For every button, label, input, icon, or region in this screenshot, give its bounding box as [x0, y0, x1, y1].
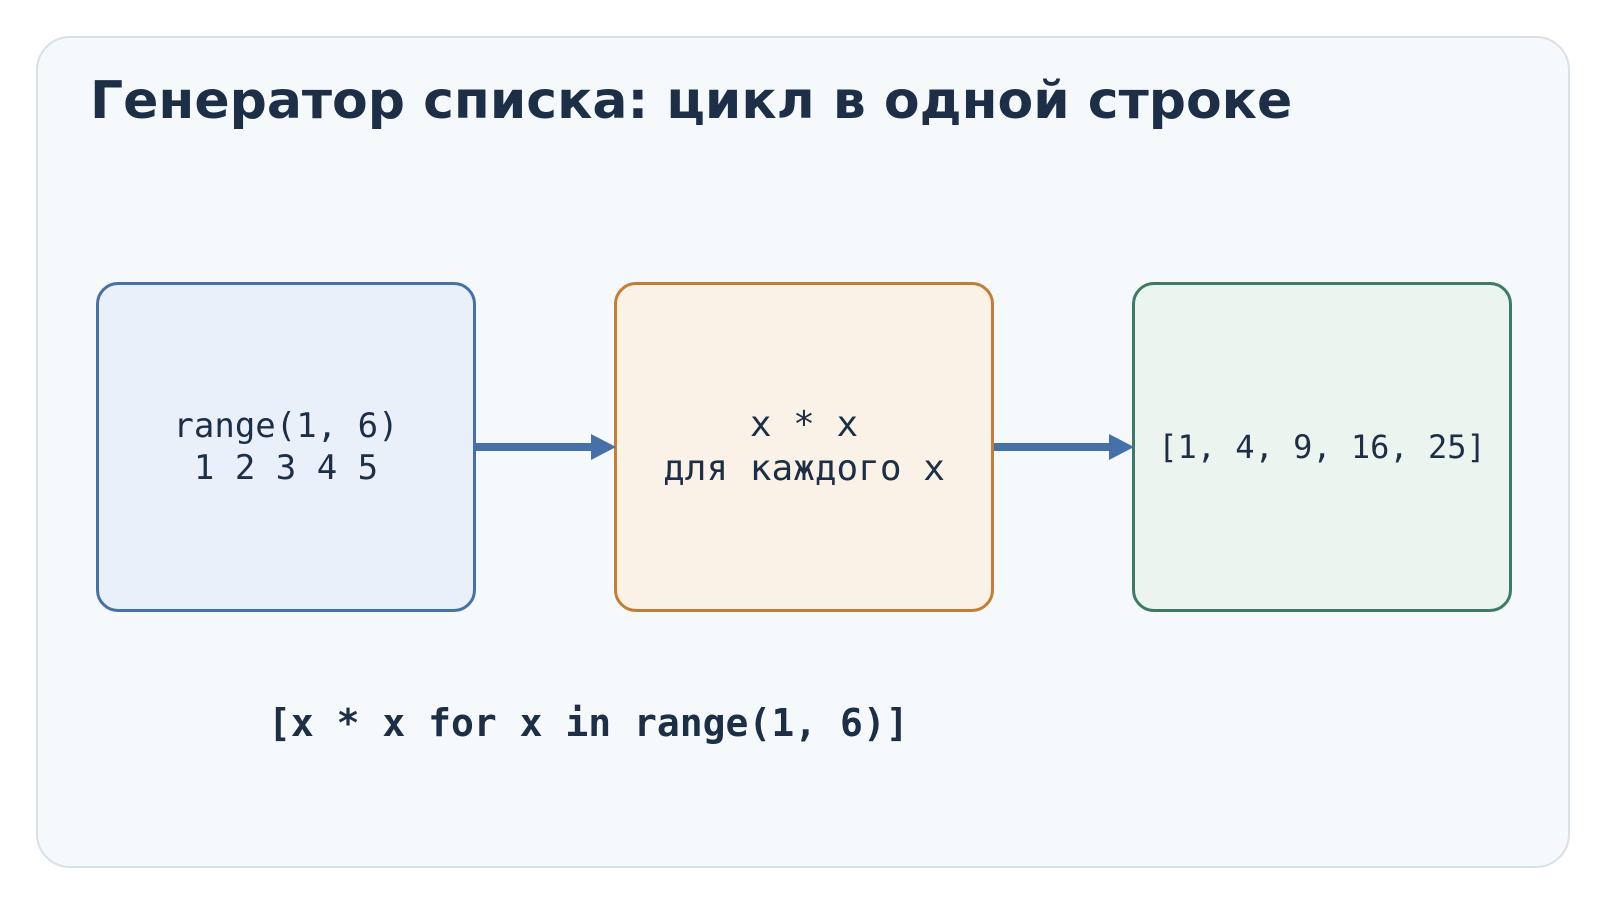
input-node-values: 1 2 3 4 5: [193, 448, 379, 488]
transform-node-description: для каждого x: [663, 448, 945, 489]
output-node-result: [1, 4, 9, 16, 25]: [1158, 428, 1486, 466]
transform-node: x * x для каждого x: [614, 282, 994, 612]
input-node: range(1, 6) 1 2 3 4 5: [96, 282, 476, 612]
input-node-expression: range(1, 6): [173, 406, 399, 446]
page-title: Генератор списка: цикл в одной строке: [90, 71, 1293, 131]
transform-node-expression: x * x: [749, 404, 859, 445]
output-node: [1, 4, 9, 16, 25]: [1132, 282, 1512, 612]
list-comprehension-code: [x * x for x in range(1, 6)]: [268, 701, 909, 745]
